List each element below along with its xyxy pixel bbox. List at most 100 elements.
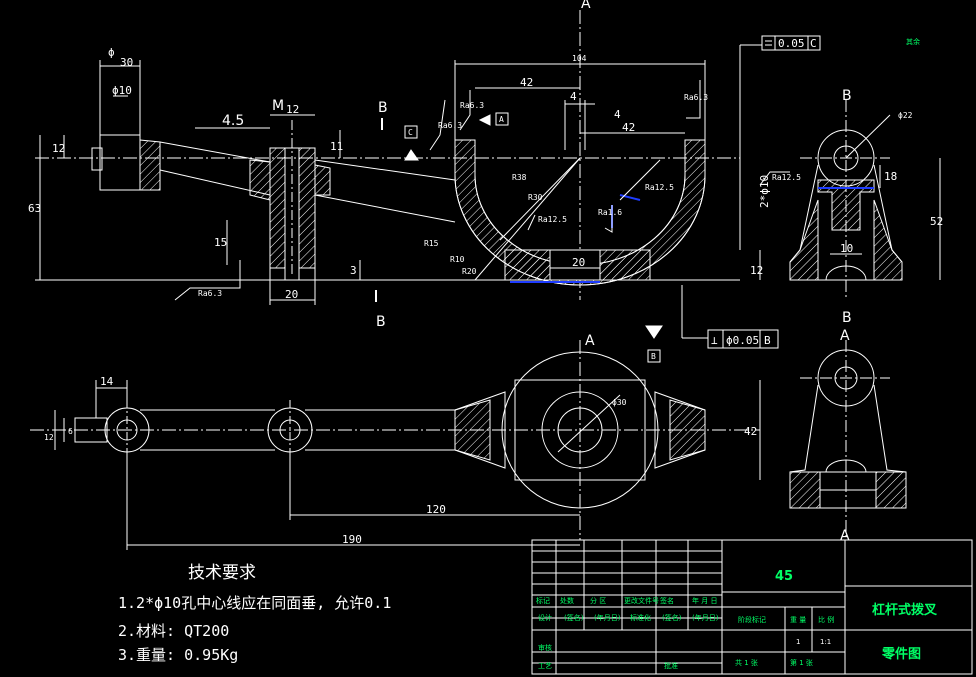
ra-leader-16 — [604, 205, 613, 233]
dim-r10: R10 — [450, 255, 465, 264]
tb-drawing-type: 零件图 — [881, 646, 921, 662]
ra-leader-bottom — [174, 260, 241, 301]
front-view — [35, 10, 790, 363]
left-pin — [91, 147, 103, 171]
perp-value: ϕ0.05 — [726, 334, 759, 347]
dim-phi22: ϕ22 — [898, 111, 913, 120]
dim-r30: R30 — [528, 193, 543, 202]
dim-42-mid: 42 — [622, 121, 635, 134]
plan-center-bore — [279, 419, 301, 441]
tb-approve: 批准 — [664, 661, 678, 670]
dim-18: 18 — [884, 170, 897, 183]
dim-11: 11 — [330, 140, 343, 153]
perp-symbol: ⊥ — [711, 334, 718, 347]
label-a-side-bottom: A — [840, 528, 850, 544]
ra-leader-side — [759, 171, 790, 186]
arm-hatch-right — [314, 164, 331, 196]
dim-42-plan: 42 — [744, 425, 757, 438]
section-a-bore — [834, 366, 858, 390]
plan-hatch-right — [669, 399, 706, 461]
plan-fork-hub — [541, 391, 619, 469]
dim-phi30: ϕ30 — [612, 398, 627, 407]
ra-leader-top2 — [459, 90, 471, 131]
tb-ratio: 比 例 — [818, 615, 834, 624]
fork-base-slot — [549, 249, 601, 281]
arm-upper-right — [314, 159, 456, 181]
plan-left-bore — [116, 419, 138, 441]
tb-count: 处数 — [560, 596, 574, 605]
dim-52: 52 — [930, 215, 943, 228]
tb-change-doc: 更改文件号 — [624, 596, 659, 605]
datum-c-triangle — [404, 149, 419, 161]
parallel-value: 0.05 — [778, 37, 805, 50]
ra-1: Ra6.3 — [198, 289, 222, 298]
dim-20-base: 20 — [572, 256, 585, 269]
label-b-side-bottom: B — [842, 310, 852, 326]
datum-b-triangle — [645, 325, 663, 339]
label-b-front-bottom: B — [376, 314, 386, 330]
tb-date: 年 月 日 — [692, 596, 717, 605]
side-b-hatch-left — [789, 199, 819, 281]
tb-weight: 重 量 — [790, 616, 806, 624]
tb-sheet-no: 第 1 张 — [790, 658, 813, 667]
tolerance-frames — [707, 35, 821, 349]
plan-left-pin — [74, 417, 108, 443]
dim-3: 3 — [350, 264, 357, 277]
parallel-datum: C — [810, 37, 817, 50]
requirement-3: 3.重量: 0.95Kg — [118, 646, 238, 664]
datum-arrow — [478, 114, 491, 126]
dim-190: 190 — [342, 533, 362, 546]
dim-63: 63 — [28, 202, 41, 215]
hub-hatch-left — [269, 147, 286, 269]
tb-standardize: 标准化 — [630, 613, 651, 622]
perp-datum: B — [764, 334, 771, 347]
title-block — [531, 539, 973, 675]
section-a-body — [789, 384, 907, 509]
left-hatch — [139, 139, 161, 191]
section-a-boss — [817, 349, 875, 407]
perp-tolerance-frame — [707, 329, 779, 349]
label-a-side-top: A — [840, 328, 850, 344]
leader-phi22 — [845, 114, 891, 159]
leader-r125 — [619, 159, 661, 201]
dim-20-bottom: 20 — [285, 288, 298, 301]
datum-c-box — [404, 125, 418, 139]
label-a-mid: A — [585, 333, 595, 349]
ra-leader-fork — [527, 214, 536, 231]
dim-12-plan: 12 — [44, 433, 54, 442]
arm-lower-right — [314, 194, 456, 223]
tb-part-name: 杠杆式拨叉 — [872, 602, 938, 618]
datum-b-box — [647, 349, 661, 363]
datum-c-label: C — [408, 128, 413, 137]
leader-phi30 — [557, 394, 621, 453]
dim-104: 104 — [572, 54, 587, 63]
tb-signature: 签名 — [660, 596, 674, 605]
ra-5: Ra12.5 — [645, 183, 674, 192]
tb-review: 审核 — [538, 643, 552, 652]
dim-42-top: 42 — [520, 76, 533, 89]
section-a-hatch-right — [875, 471, 907, 509]
dim-2x10: 2*ϕ10 — [758, 175, 771, 208]
ra-leader-top1 — [429, 99, 446, 151]
tb-material: 45 — [775, 569, 793, 584]
side-b-bore — [833, 145, 859, 171]
tb-date2: (年月日) — [692, 613, 719, 622]
hub-hatch-right — [298, 147, 316, 269]
requirement-2: 2.材料: QT200 — [118, 622, 229, 640]
dim-12-m: 12 — [286, 103, 299, 116]
left-boss — [99, 134, 141, 191]
ra-others: 其余 — [906, 37, 920, 46]
dim-30: 30 — [120, 56, 133, 69]
plan-fork-square — [514, 379, 646, 481]
tb-sheets: 共 1 张 — [735, 658, 758, 667]
plan-hatch-left — [454, 399, 491, 461]
tb-sign2: (签名) — [662, 613, 682, 622]
parallel-tolerance-frame — [761, 35, 821, 51]
tb-sign1: (签名) — [564, 613, 584, 622]
dim-phi10: ϕ10 — [112, 84, 132, 97]
tb-scale: 1:1 — [820, 638, 831, 646]
arm-upper-left — [159, 141, 271, 163]
text-labels: A A A A B B B B M ϕ 30 ϕ10 12 63 4.5 12 … — [28, 0, 943, 670]
ra-6: Ra1.6 — [598, 208, 622, 217]
